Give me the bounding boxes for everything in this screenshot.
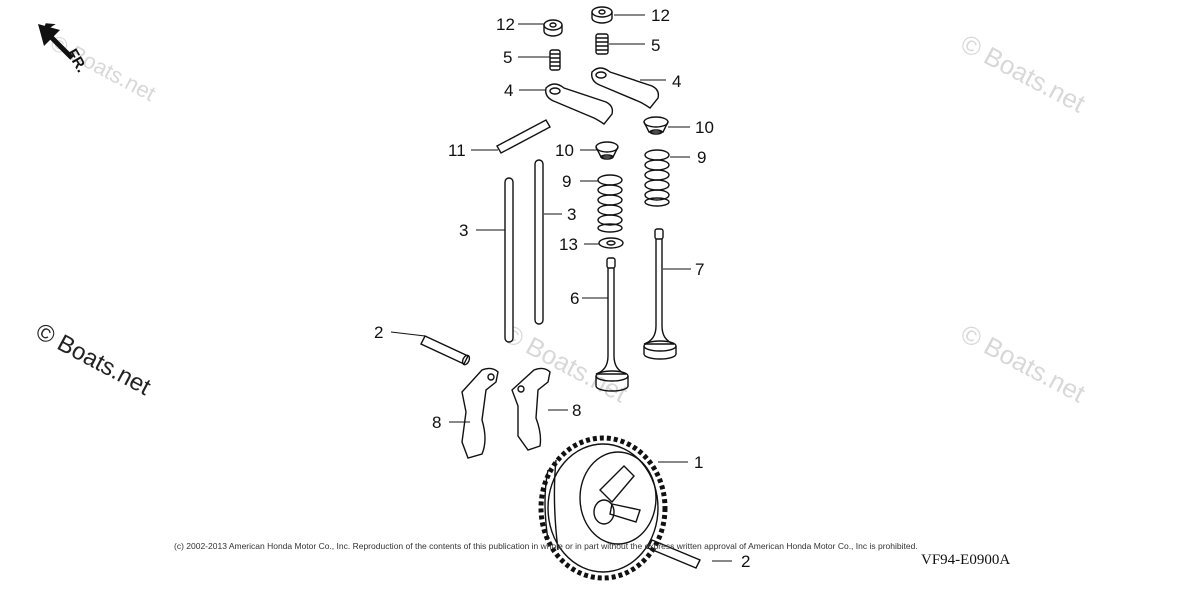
shaft-2-lower: [647, 539, 701, 569]
nut-12-left: [543, 19, 563, 37]
callout-3-right: 3: [567, 205, 577, 224]
callout-12-right: 12: [651, 6, 670, 25]
callout-2-upper: 2: [374, 323, 384, 342]
leader-lines: [390, 14, 732, 562]
valve-spring-9-left: [597, 174, 623, 233]
callout-5-left: 5: [503, 48, 513, 67]
callout-9-right: 9: [697, 148, 707, 167]
callout-6: 6: [570, 289, 580, 308]
callout-2-lower: 2: [741, 552, 751, 571]
callout-4-right: 4: [672, 72, 682, 91]
spring-seat-13: [598, 237, 624, 249]
push-rod-3-right: [534, 159, 544, 325]
pivot-bolt-5-right: [595, 33, 609, 55]
cam-follower-8-left: [461, 367, 499, 459]
cam-follower-8-right: [511, 367, 551, 451]
callout-1: 1: [694, 453, 704, 472]
pivot-bolt-5-left: [549, 49, 561, 71]
spring-retainer-10-left: [595, 141, 619, 160]
intake-valve-6: [595, 257, 629, 392]
exhaust-valve-7: [643, 228, 677, 360]
spring-retainer-10-right: [643, 116, 669, 135]
valve-spring-9-right: [644, 149, 670, 207]
rocker-arm-4-right: [591, 67, 660, 109]
camshaft-gear-1: [538, 435, 668, 581]
callout-3-left: 3: [459, 221, 469, 240]
callout-13: 13: [559, 235, 578, 254]
callout-10-right: 10: [695, 118, 714, 137]
copyright-notice: (c) 2002-2013 American Honda Motor Co., …: [174, 541, 918, 551]
callout-7: 7: [695, 260, 705, 279]
callout-8-left: 8: [432, 413, 442, 432]
front-arrow-icon: [38, 23, 74, 60]
push-rod-guide-11: [496, 119, 551, 154]
nut-12-right: [591, 6, 613, 24]
callout-11: 11: [448, 141, 466, 160]
rocker-arm-4-left: [545, 83, 614, 125]
drawing-code: VF94-E0900A: [921, 552, 1011, 568]
callout-9-left: 9: [562, 172, 572, 191]
callout-8-right: 8: [572, 401, 582, 420]
callout-5-right: 5: [651, 36, 661, 55]
callout-4-left: 4: [504, 81, 514, 100]
shaft-2-upper: [420, 335, 471, 366]
push-rod-3-left: [504, 177, 514, 343]
callout-10-left: 10: [555, 141, 574, 160]
callout-12-left: 12: [496, 15, 515, 34]
